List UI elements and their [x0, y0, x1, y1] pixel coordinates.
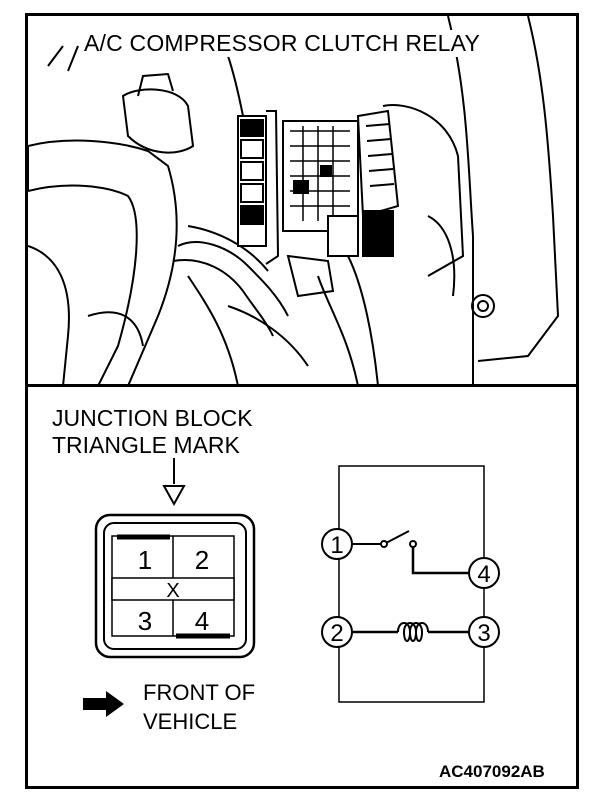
connector-center-mark: X — [166, 580, 179, 602]
section-divider — [25, 384, 579, 387]
relay-schematic-box — [338, 465, 485, 703]
terminal-3-label: 3 — [138, 606, 152, 636]
front-arrow-icon — [83, 691, 124, 717]
photo-title: A/C COMPRESSOR CLUTCH RELAY — [80, 30, 485, 57]
figure-frame — [25, 13, 579, 789]
junction-block-label-line1: JUNCTION BLOCK — [52, 405, 253, 431]
front-of-vehicle-line1: FRONT OF — [143, 680, 256, 705]
engine-compartment-illustration — [28, 16, 576, 386]
terminal-1-label: 1 — [138, 545, 152, 575]
front-of-vehicle-line2: VEHICLE — [143, 709, 238, 734]
triangle-mark-icon — [162, 458, 186, 507]
terminal-4-label: 4 — [195, 606, 209, 636]
schematic-pin-1: 1 — [330, 532, 343, 559]
figure-code: AC407092AB — [439, 762, 545, 781]
schematic-pin-2: 2 — [330, 620, 343, 647]
front-of-vehicle-label: FRONT OF VEHICLE — [143, 678, 255, 736]
schematic-pin-3: 3 — [477, 620, 490, 647]
junction-block-label-line2: TRIANGLE MARK — [52, 432, 240, 458]
schematic-pin-4: 4 — [477, 561, 490, 588]
terminal-2-label: 2 — [195, 545, 209, 575]
relay-coil-symbol — [397, 622, 429, 642]
junction-block-label: JUNCTION BLOCK TRIANGLE MARK — [52, 405, 253, 459]
